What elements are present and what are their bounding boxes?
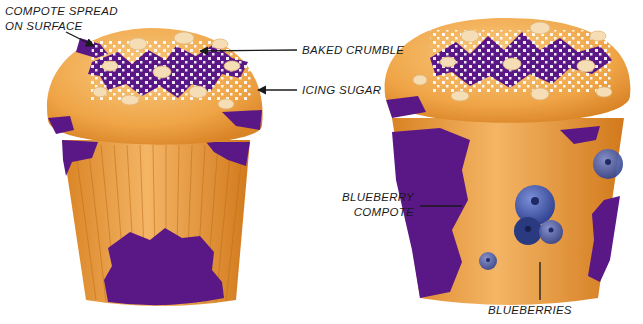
paper-liner [62,140,250,306]
callout-label: BLUEBERRIES [488,303,588,318]
callout-label: ICING SUGAR [302,83,412,98]
liner-pleats [75,145,243,306]
icing-sugar [430,30,612,92]
baked-crumble [413,22,612,101]
icing-sugar [90,40,252,100]
baked-crumble [93,32,240,109]
callout-label: COMPOTE SPREAD ON SURFACE [5,4,123,34]
compote-spread [48,116,74,134]
compote-spread [222,110,262,130]
compote-spread [386,96,426,118]
compote-blob [560,126,600,144]
muffin-dome [385,18,631,123]
paper-liner [392,118,624,305]
compote-blob [206,142,250,166]
blueberry [479,149,623,270]
compote-blob [62,140,98,176]
muffin-dome [47,28,263,145]
callout-label: BAKED CRUMBLE [302,43,432,58]
compote-blob [588,196,620,282]
callout-label: BLUEBERRY COMPOTE [318,190,414,220]
leader-line [66,32,540,300]
compote-blob [104,228,224,305]
